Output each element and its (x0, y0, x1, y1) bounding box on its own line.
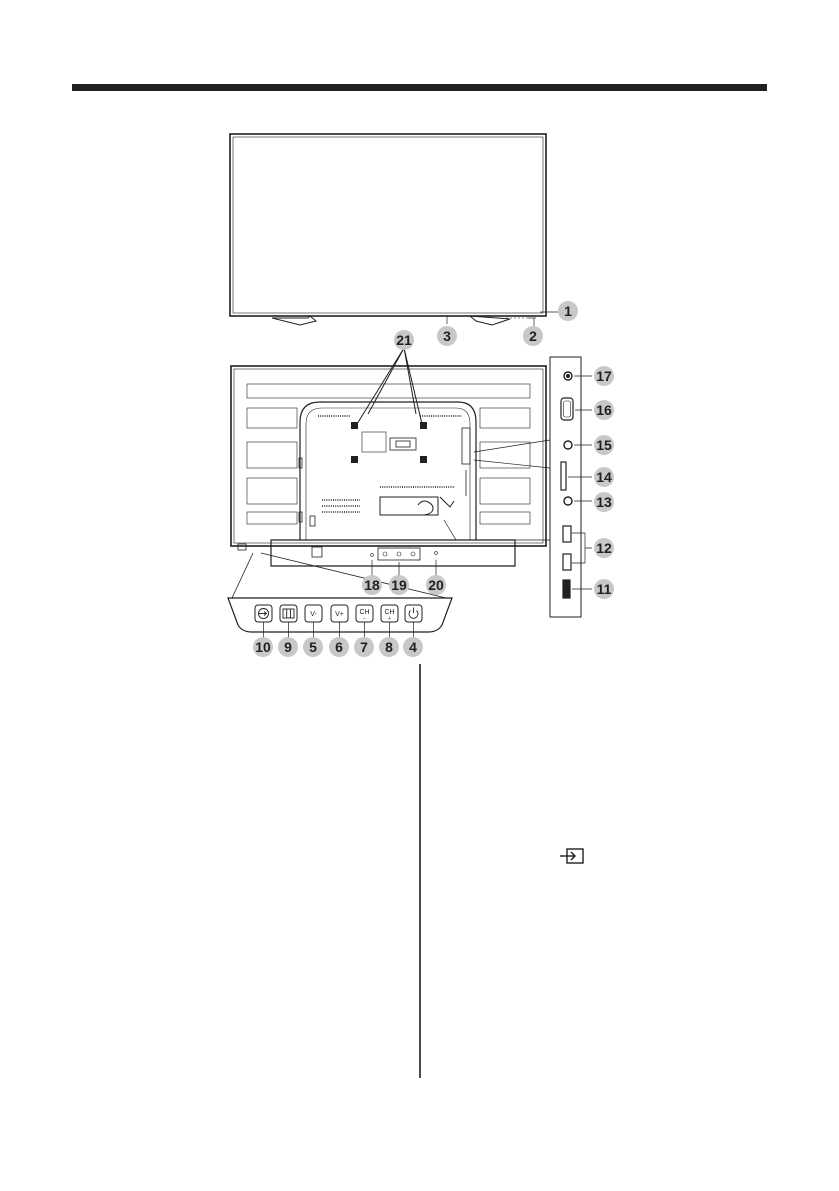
ch-down-label: CH (359, 609, 369, 616)
callout-number: 10 (255, 639, 271, 655)
callout-4: 4 (403, 637, 423, 657)
callout-bubble (354, 637, 374, 657)
callout-bubble (253, 637, 273, 657)
callout-9: 9 (278, 637, 298, 657)
callout-bubble (594, 538, 614, 558)
callout-14: 14 (594, 467, 614, 487)
callout-bubble (278, 637, 298, 657)
tv-front-view (229, 133, 558, 326)
callout-10: 10 (253, 637, 273, 657)
callout-6: 6 (329, 637, 349, 657)
callout-number: 3 (443, 328, 451, 344)
callout-number: 19 (391, 577, 407, 593)
port-ci-slot (560, 461, 567, 491)
callout-number: 11 (597, 581, 612, 597)
callout-bubble (329, 637, 349, 657)
tv-left-stand (271, 315, 318, 326)
tv-right-stand (469, 315, 511, 326)
callout-bubble (437, 326, 457, 346)
port-hdmi-2 (562, 553, 572, 571)
callout-number: 7 (360, 639, 368, 655)
callout-number: 21 (396, 332, 412, 348)
vol-up-label: V+ (335, 611, 344, 618)
callout-number: 13 (596, 494, 612, 510)
callout-11: 11 (594, 579, 614, 599)
callout-17: 17 (594, 366, 614, 386)
callout-18: 18 (362, 575, 382, 595)
tv-front-bezel (229, 133, 547, 317)
mount-hole-leaders (356, 347, 423, 425)
vol-down-label: V- (310, 611, 317, 618)
vesa-mount-holes (351, 422, 427, 463)
callout-bubble (558, 301, 578, 321)
tv-rear-view (230, 365, 547, 576)
callout-number: 4 (409, 639, 417, 655)
callout-number: 15 (596, 437, 612, 453)
callout-bubble (362, 575, 382, 595)
button-panel-closeup (227, 552, 453, 638)
svg-text:−: − (363, 616, 366, 622)
port-vga (560, 397, 574, 421)
callout-number: 18 (364, 577, 380, 593)
callout-bubble (394, 330, 414, 350)
callout-19: 19 (389, 575, 409, 595)
tv-rear-frame (230, 365, 547, 547)
callout-number: 20 (428, 577, 444, 593)
ch-up-label: CH (384, 609, 394, 616)
callout-number: 1 (564, 303, 572, 319)
callout-bubble (594, 492, 614, 512)
callout-bubble (303, 637, 323, 657)
callout-number: 9 (284, 639, 292, 655)
callout-20: 20 (426, 575, 446, 595)
callout-bubble (594, 435, 614, 455)
callout-21: 21 (394, 330, 414, 350)
callout-bubble (594, 467, 614, 487)
callout-bubble (379, 637, 399, 657)
power-icon (408, 607, 419, 619)
port-earphone (563, 371, 573, 381)
callout-5: 5 (303, 637, 323, 657)
port-pc-audio (563, 440, 573, 450)
callout-number: 16 (596, 402, 612, 418)
menu-button (279, 604, 298, 623)
callout-number: 12 (596, 540, 612, 556)
svg-text:+: + (388, 616, 391, 622)
callout-8: 8 (379, 637, 399, 657)
menu-icon (282, 608, 295, 619)
callout-bubble (389, 575, 409, 595)
callout-number: 2 (529, 328, 537, 344)
callout-16: 16 (594, 400, 614, 420)
callout-number: 17 (596, 368, 612, 384)
callout-12: 12 (594, 538, 614, 558)
callout-15: 15 (594, 435, 614, 455)
callout-3: 3 (437, 326, 457, 346)
input-source-icon (560, 848, 584, 864)
callout-bubble (594, 366, 614, 386)
callout-bubble (426, 575, 446, 595)
callout-1: 1 (558, 301, 578, 321)
callout-number: 5 (309, 639, 317, 655)
callout-number: 14 (596, 469, 612, 485)
callout-2: 2 (523, 326, 543, 346)
callout-bubble (594, 400, 614, 420)
callout-13: 13 (594, 492, 614, 512)
callout-number: 6 (335, 639, 343, 655)
callout-bubble (594, 579, 614, 599)
callout-number: 8 (385, 639, 393, 655)
callout-7: 7 (354, 637, 374, 657)
port-hdmi-1 (562, 525, 572, 543)
callout-bubble (523, 326, 543, 346)
tv-front-screen (232, 136, 544, 314)
side-port-panel (443, 356, 592, 618)
input-source-icon (258, 608, 269, 619)
header-rule (72, 84, 767, 91)
rear-control-buttons (377, 547, 421, 561)
port-av-in (563, 496, 573, 506)
callout-bubble (403, 637, 423, 657)
port-usb (562, 579, 571, 599)
